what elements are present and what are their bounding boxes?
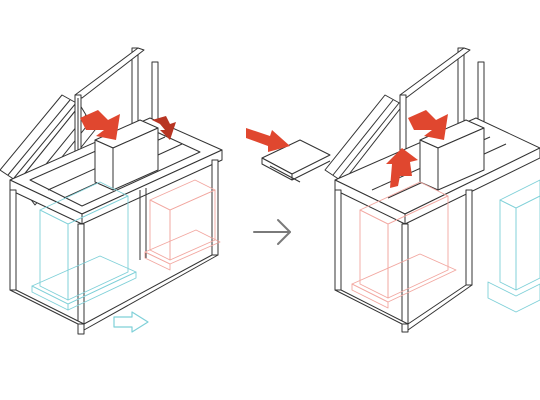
infeed-conveyor-2 [324, 94, 404, 183]
feed-arrow-icon [246, 128, 290, 152]
machine-after [246, 47, 540, 333]
pallet-stack-cyan-2 [487, 179, 540, 313]
carriage-2 [419, 119, 485, 191]
carriage [94, 119, 159, 191]
pallet-stack-pink-2 [351, 181, 457, 309]
push-arrow-icon [80, 110, 120, 140]
push-arrow-icon-2 [408, 110, 448, 140]
insert-arrow-icon [113, 311, 149, 333]
raise-arrow-icon [386, 148, 418, 188]
lift-arrow-icon [152, 116, 176, 140]
machine-before [0, 47, 223, 335]
right-arrow-icon [253, 219, 291, 245]
lower-frame-2 [334, 189, 473, 333]
pallet-stack-pink [144, 179, 221, 271]
pallet-stack-cyan [31, 181, 137, 311]
